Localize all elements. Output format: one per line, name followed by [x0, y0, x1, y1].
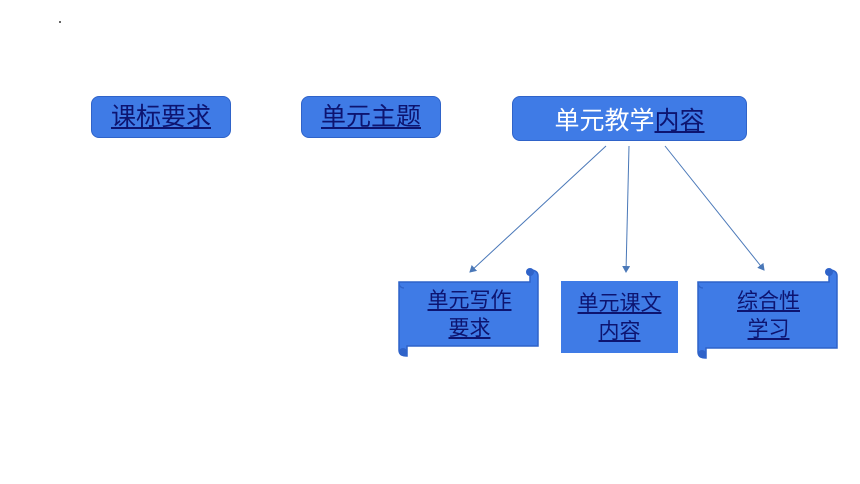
text-line1[interactable]: 单元课文: [577, 290, 662, 315]
comprehensive-line1[interactable]: 综合性: [737, 288, 800, 313]
writing-line1[interactable]: 单元写作: [427, 287, 512, 312]
unit-text-content-node[interactable]: 单元课文 内容: [561, 281, 678, 353]
curriculum-requirements-node[interactable]: 课标要求: [91, 96, 231, 138]
unit-theme-link[interactable]: 单元主题: [320, 101, 421, 131]
comprehensive-learning-node[interactable]: 综合性 学习: [706, 284, 831, 346]
unit-teaching-content-node[interactable]: 单元教学内容: [512, 96, 747, 141]
slide-dot: [59, 21, 61, 23]
curriculum-requirements-link[interactable]: 课标要求: [110, 101, 211, 131]
arrow-to-text: [622, 145, 631, 273]
unit-writing-requirements-node[interactable]: 单元写作 要求: [407, 284, 532, 344]
arrow-to-writing: [469, 145, 607, 273]
writing-line2[interactable]: 要求: [448, 316, 491, 340]
arrow-to-comprehensive: [664, 145, 765, 271]
text-line2[interactable]: 内容: [598, 319, 641, 343]
scroll-writing-shape: [398, 268, 539, 357]
unit-teaching-prefix: 单元教学: [554, 105, 655, 135]
unit-theme-node[interactable]: 单元主题: [301, 96, 441, 138]
unit-teaching-content-link[interactable]: 内容: [654, 105, 705, 135]
comprehensive-line2[interactable]: 学习: [747, 317, 790, 341]
scroll-comprehensive-shape: [697, 268, 838, 359]
